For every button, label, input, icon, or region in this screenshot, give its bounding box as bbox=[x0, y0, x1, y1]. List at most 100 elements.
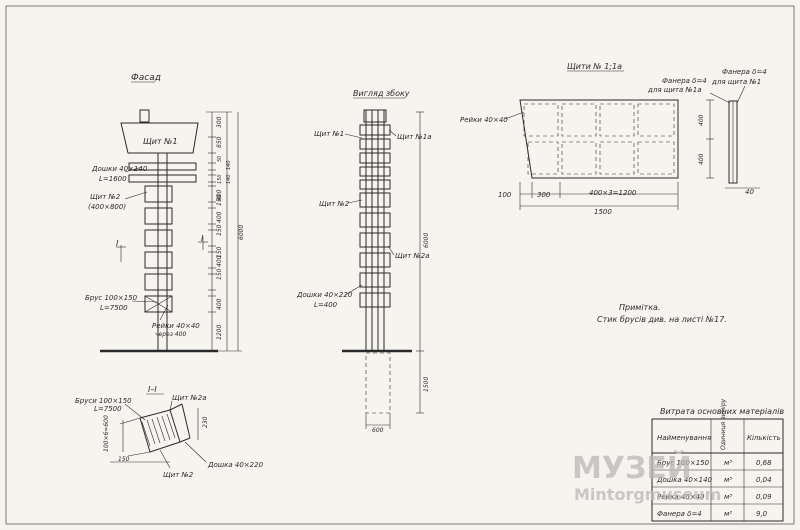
shields-dim-400a: 400 bbox=[698, 114, 705, 126]
material-row-name: Дошка 40×140 bbox=[656, 476, 713, 484]
side-shield-1a: Щит №1а bbox=[397, 133, 432, 141]
facade-dim-400b: 400 bbox=[216, 211, 223, 223]
section-view: I–I Бруси 100×150 L=7500 Щит №2а Щит №2 … bbox=[75, 385, 264, 479]
material-row-qty: 0,04 bbox=[756, 476, 772, 484]
side-board-stack bbox=[359, 124, 391, 308]
shields-dim-1500: 1500 bbox=[594, 208, 612, 216]
facade-dim-150a: 150 bbox=[217, 174, 223, 184]
shields-dim-100: 100 bbox=[498, 191, 512, 199]
facade-slats-label: Рейки 40×40 bbox=[152, 322, 200, 330]
note-title: Примітка. bbox=[619, 303, 661, 312]
materials-title: Витрата основних матеріалів bbox=[660, 407, 784, 416]
post-cap bbox=[139, 109, 150, 123]
materials-header-qty: Кількість bbox=[747, 434, 781, 442]
shield-panels bbox=[523, 103, 675, 175]
facade-dim-1200: 1200 bbox=[216, 325, 223, 340]
section-beams-label: Бруси 100×150 bbox=[75, 397, 132, 405]
material-row-unit: м³ bbox=[724, 476, 732, 484]
facade-dim-850: 850 bbox=[216, 136, 223, 148]
watermark: МУЗЕЙ Mintorgmuseum bbox=[572, 450, 721, 504]
shields-dim-400b: 400 bbox=[698, 153, 705, 165]
material-row-unit: м³ bbox=[724, 493, 732, 501]
note-block: Примітка. Стик брусів див. на листі №17. bbox=[597, 303, 727, 324]
section-mark-right: I bbox=[201, 234, 204, 243]
side-shield-1: Щит №1 bbox=[314, 130, 344, 138]
facade-dim-400c: 400 bbox=[216, 189, 223, 201]
shields-view: Щити № 1;1а Рейки 40×40 Фанера δ=4 для щ… bbox=[460, 62, 767, 216]
facade-shield-2-label: Щит №2 bbox=[90, 193, 121, 201]
material-row-name: Фанера δ=4 bbox=[657, 510, 702, 518]
facade-dim-140b: 140 bbox=[226, 174, 232, 184]
plywood-1-target: для щита №1а bbox=[647, 86, 702, 94]
material-row-qty: 9,0 bbox=[756, 510, 768, 518]
shield-1 bbox=[120, 122, 199, 154]
facade-dim-6000: 6000 bbox=[238, 225, 245, 240]
facade-dim-140a: 140 bbox=[226, 160, 232, 170]
section-beams-length: L=7500 bbox=[94, 405, 122, 413]
board-1 bbox=[128, 162, 197, 171]
shields-dim-1200: 400×3=1200 bbox=[589, 189, 637, 197]
facade-view: Фасад I I Щит №1 Дошки 40×140 L=1600 bbox=[85, 73, 245, 353]
section-title: I–I bbox=[148, 385, 157, 394]
facade-dim-150d: 150 bbox=[216, 246, 223, 258]
facade-boards-label: Дошки 40×140 bbox=[91, 165, 148, 173]
shields-dim-40: 40 bbox=[745, 188, 754, 196]
facade-dim-150b: 150 bbox=[216, 194, 223, 206]
facade-dim-ticks bbox=[208, 136, 216, 313]
material-row-name: Рейка 40×40 bbox=[657, 493, 705, 501]
facade-slats-step: через 400 bbox=[155, 331, 186, 338]
section-mark-left: I bbox=[116, 239, 119, 248]
material-row-name: Брус 100×150 bbox=[657, 459, 710, 467]
plywood-2-label: Фанера δ=4 bbox=[722, 68, 767, 76]
section-shield-2: Щит №2 bbox=[163, 471, 194, 479]
facade-dim-150c: 150 bbox=[216, 224, 223, 236]
shield-2-f bbox=[144, 295, 173, 313]
shields-dim-300: 300 bbox=[537, 191, 551, 199]
plywood-2-target: для щита №1 bbox=[711, 78, 761, 86]
shield-2-c bbox=[144, 229, 173, 247]
section-dim-150: 150 bbox=[118, 456, 130, 463]
facade-shield-1-label: Щит №1 bbox=[143, 137, 178, 146]
materials-header-unit: Одиниця виміру bbox=[720, 398, 727, 450]
facade-shield-2-size: (400×800) bbox=[88, 203, 126, 211]
facade-dim-400d: 400 bbox=[216, 255, 223, 267]
material-row-unit: м³ bbox=[724, 459, 732, 467]
materials-header-name: Найменування bbox=[657, 434, 711, 442]
note-text: Стик брусів див. на листі №17. bbox=[597, 315, 727, 324]
shield-2-a bbox=[144, 185, 173, 203]
facade-title: Фасад bbox=[131, 73, 161, 83]
facade-dim-50: 50 bbox=[217, 156, 223, 162]
facade-beam-label: Брус 100×150 bbox=[85, 294, 138, 302]
plywood-1-label: Фанера δ=4 bbox=[662, 77, 707, 85]
section-dim-600: 100×6=600 bbox=[103, 415, 110, 452]
facade-boards-length: L=1600 bbox=[99, 175, 127, 183]
material-row-qty: 0,68 bbox=[756, 459, 772, 467]
side-boards-length: L=400 bbox=[314, 301, 338, 309]
watermark-line-1: МУЗЕЙ bbox=[572, 450, 692, 486]
shield-2-e bbox=[144, 273, 173, 291]
side-cap bbox=[363, 109, 387, 123]
side-dim-6000: 6000 bbox=[423, 233, 430, 248]
shields-slats-label: Рейки 40×40 bbox=[460, 116, 508, 124]
section-hatch bbox=[141, 413, 176, 447]
side-view: Вигляд збоку Щит №1 Щит №1а bbox=[296, 89, 432, 434]
material-row-qty: 0,09 bbox=[756, 493, 772, 501]
facade-dim-150e: 150 bbox=[216, 268, 223, 280]
side-shield-2: Щит №2 bbox=[319, 200, 350, 208]
side-title: Вигляд збоку bbox=[353, 89, 410, 98]
side-shield-2a: Щит №2а bbox=[395, 252, 430, 260]
shields-title: Щити № 1;1а bbox=[567, 62, 622, 71]
materials-table: Витрата основних матеріалів Найменування… bbox=[651, 398, 784, 522]
section-shield-2a: Щит №2а bbox=[172, 394, 207, 402]
side-boards-label: Дошки 40×220 bbox=[296, 291, 353, 299]
facade-beam-length: L=7500 bbox=[100, 304, 128, 312]
watermark-line-2: Mintorgmuseum bbox=[574, 485, 721, 504]
facade-dim-300: 300 bbox=[216, 116, 223, 128]
shield-2-b bbox=[144, 207, 173, 225]
sheet-border bbox=[5, 5, 795, 525]
facade-dim-400e: 400 bbox=[216, 298, 223, 310]
shield-2-d bbox=[144, 251, 173, 269]
side-dim-600: 600 bbox=[372, 427, 384, 434]
